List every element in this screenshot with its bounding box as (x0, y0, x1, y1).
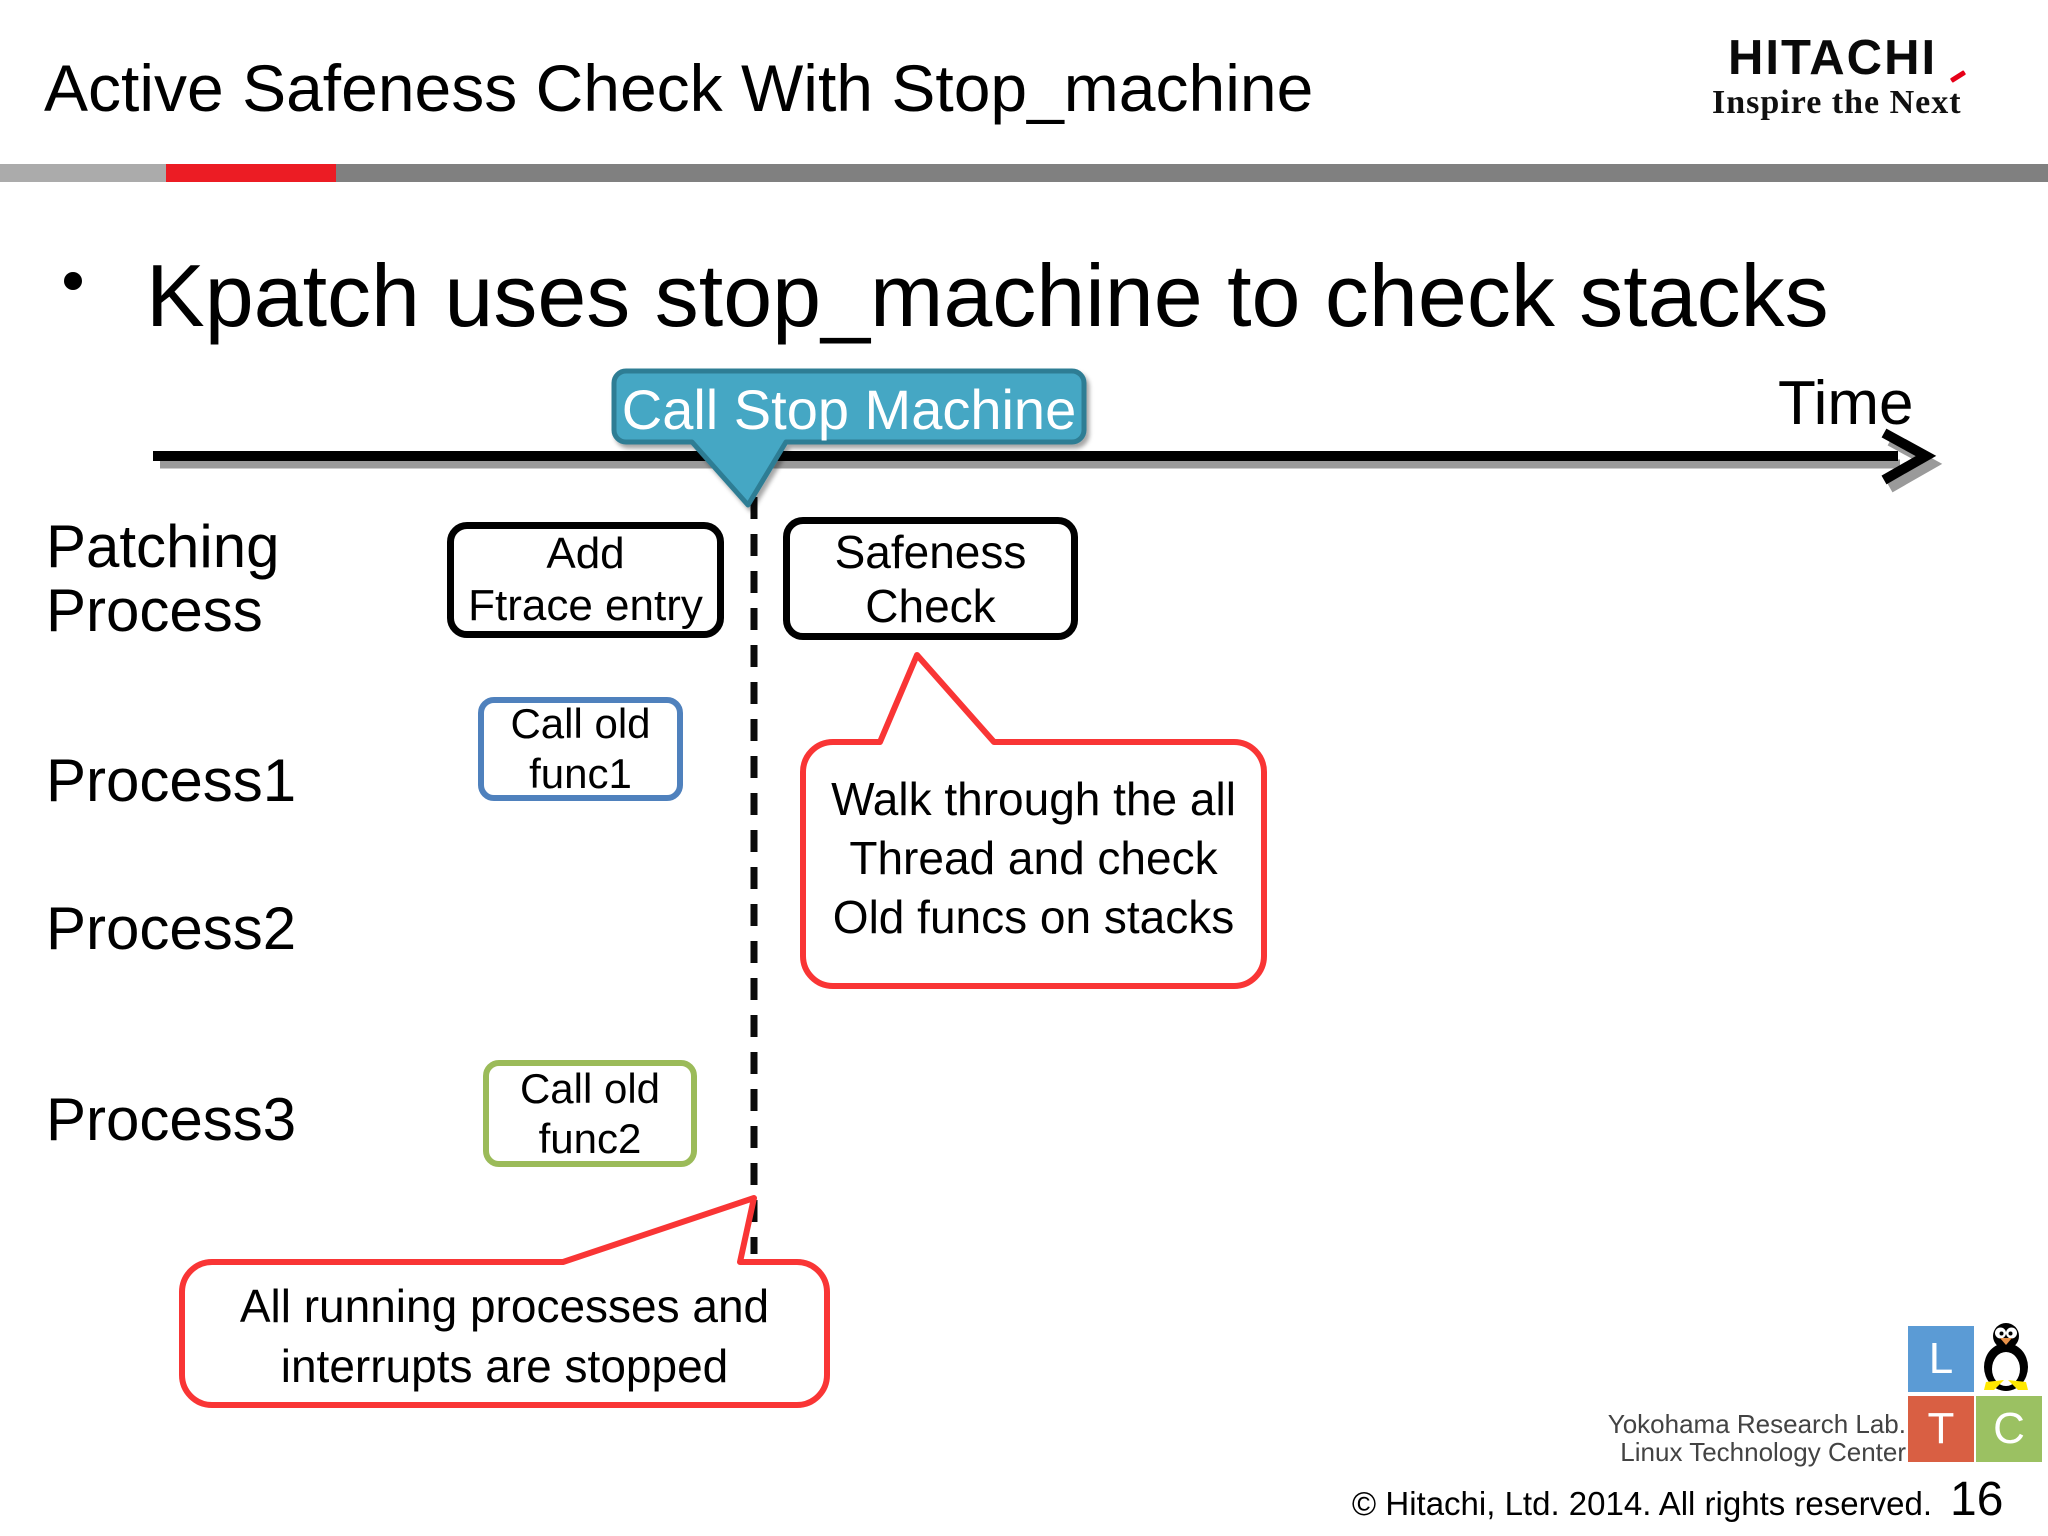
walk-callout-text: Walk through the all Thread and check Ol… (831, 773, 1236, 943)
ltc-logo-t-square: T (1908, 1396, 1974, 1462)
call-stop-machine-callout-shape (611, 368, 1087, 508)
hitachi-tagline: Inspire the Next (1712, 70, 1966, 122)
time-axis (153, 428, 1943, 493)
row-label-process3: Process3 (46, 1086, 297, 1153)
tux-penguin-icon (1984, 1323, 2028, 1391)
row-label-patching-process: Patching Process (46, 513, 280, 644)
safeness-check-box: Safeness Check (783, 517, 1078, 640)
arrowhead-icon (1881, 428, 1937, 485)
lab-caption: Yokohama Research Lab. Linux Technology … (1500, 1410, 1906, 1466)
row-label-process2: Process2 (46, 895, 297, 962)
ltc-logo-c-square: C (1976, 1396, 2042, 1462)
divider-segment-dark (336, 164, 2048, 182)
bullet-text: Kpatch uses stop_machine to check stacks (146, 246, 1829, 345)
title-divider (0, 164, 2048, 182)
walk-callout-shape (800, 652, 1267, 989)
page-number: 16 (1950, 1473, 2004, 1526)
stopped-callout-text: All running processes and interrupts are… (239, 1280, 770, 1392)
lab-caption-line1: Yokohama Research Lab. (1607, 1409, 1906, 1439)
stopped-callout-shape (179, 1195, 830, 1408)
call-stop-machine-label: Call Stop Machine (621, 378, 1077, 441)
call-old-func1-box: Call old func1 (478, 697, 683, 801)
divider-segment-light (0, 164, 166, 182)
hitachi-tagline-text: Inspire the Next (1712, 84, 1962, 121)
hitachi-logo: HITACHI (1728, 31, 1938, 85)
copyright-text: © Hitachi, Ltd. 2014. All rights reserve… (1351, 1485, 1932, 1522)
time-axis-label: Time (1778, 369, 1914, 438)
ltc-logo-l-square: L (1908, 1326, 1974, 1392)
call-old-func2-box: Call old func2 (483, 1060, 697, 1167)
row-label-process1: Process1 (46, 747, 297, 814)
bullet-icon (64, 272, 82, 290)
divider-segment-red (166, 164, 336, 182)
add-ftrace-entry-box: Add Ftrace entry (447, 522, 724, 638)
lab-caption-line2: Linux Technology Center (1620, 1437, 1906, 1467)
page-title: Active Safeness Check With Stop_machine (44, 51, 1314, 125)
